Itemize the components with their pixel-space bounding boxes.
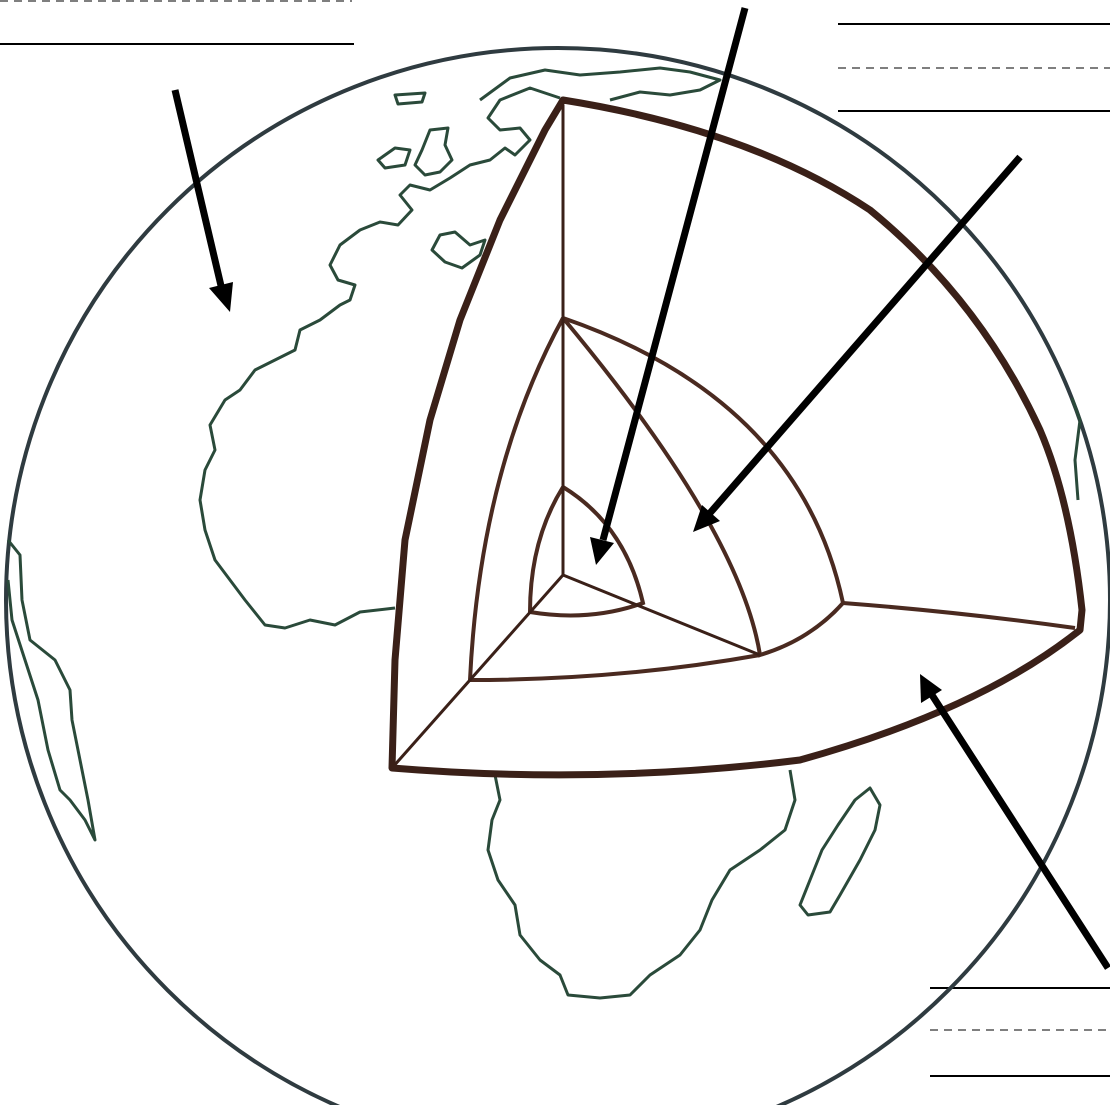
core-boundary-inner [530,487,643,615]
outer-core-boundary [563,318,843,655]
europe-africa-north-coast [200,88,560,628]
arrow-inner-core [590,8,745,565]
island-ireland [378,148,410,168]
island-madagascar [800,788,880,915]
mantle-right-face [843,603,1075,628]
label-slot-top-left [0,1,354,44]
globe-outline [6,48,1110,1105]
arrow-outer-core [693,157,1020,532]
italy-fragment [432,232,485,268]
southern-africa [488,770,795,998]
arrow-crust-surface [175,90,233,312]
island-small [395,93,425,104]
mantle-bottom-arc [470,655,760,680]
label-slot-bottom-right [930,988,1110,1076]
island-britain [415,128,452,175]
americas-coast [8,540,95,840]
arrow-mantle [920,674,1108,968]
label-slot-top-right [838,24,1110,111]
east-fragment [1072,398,1080,500]
